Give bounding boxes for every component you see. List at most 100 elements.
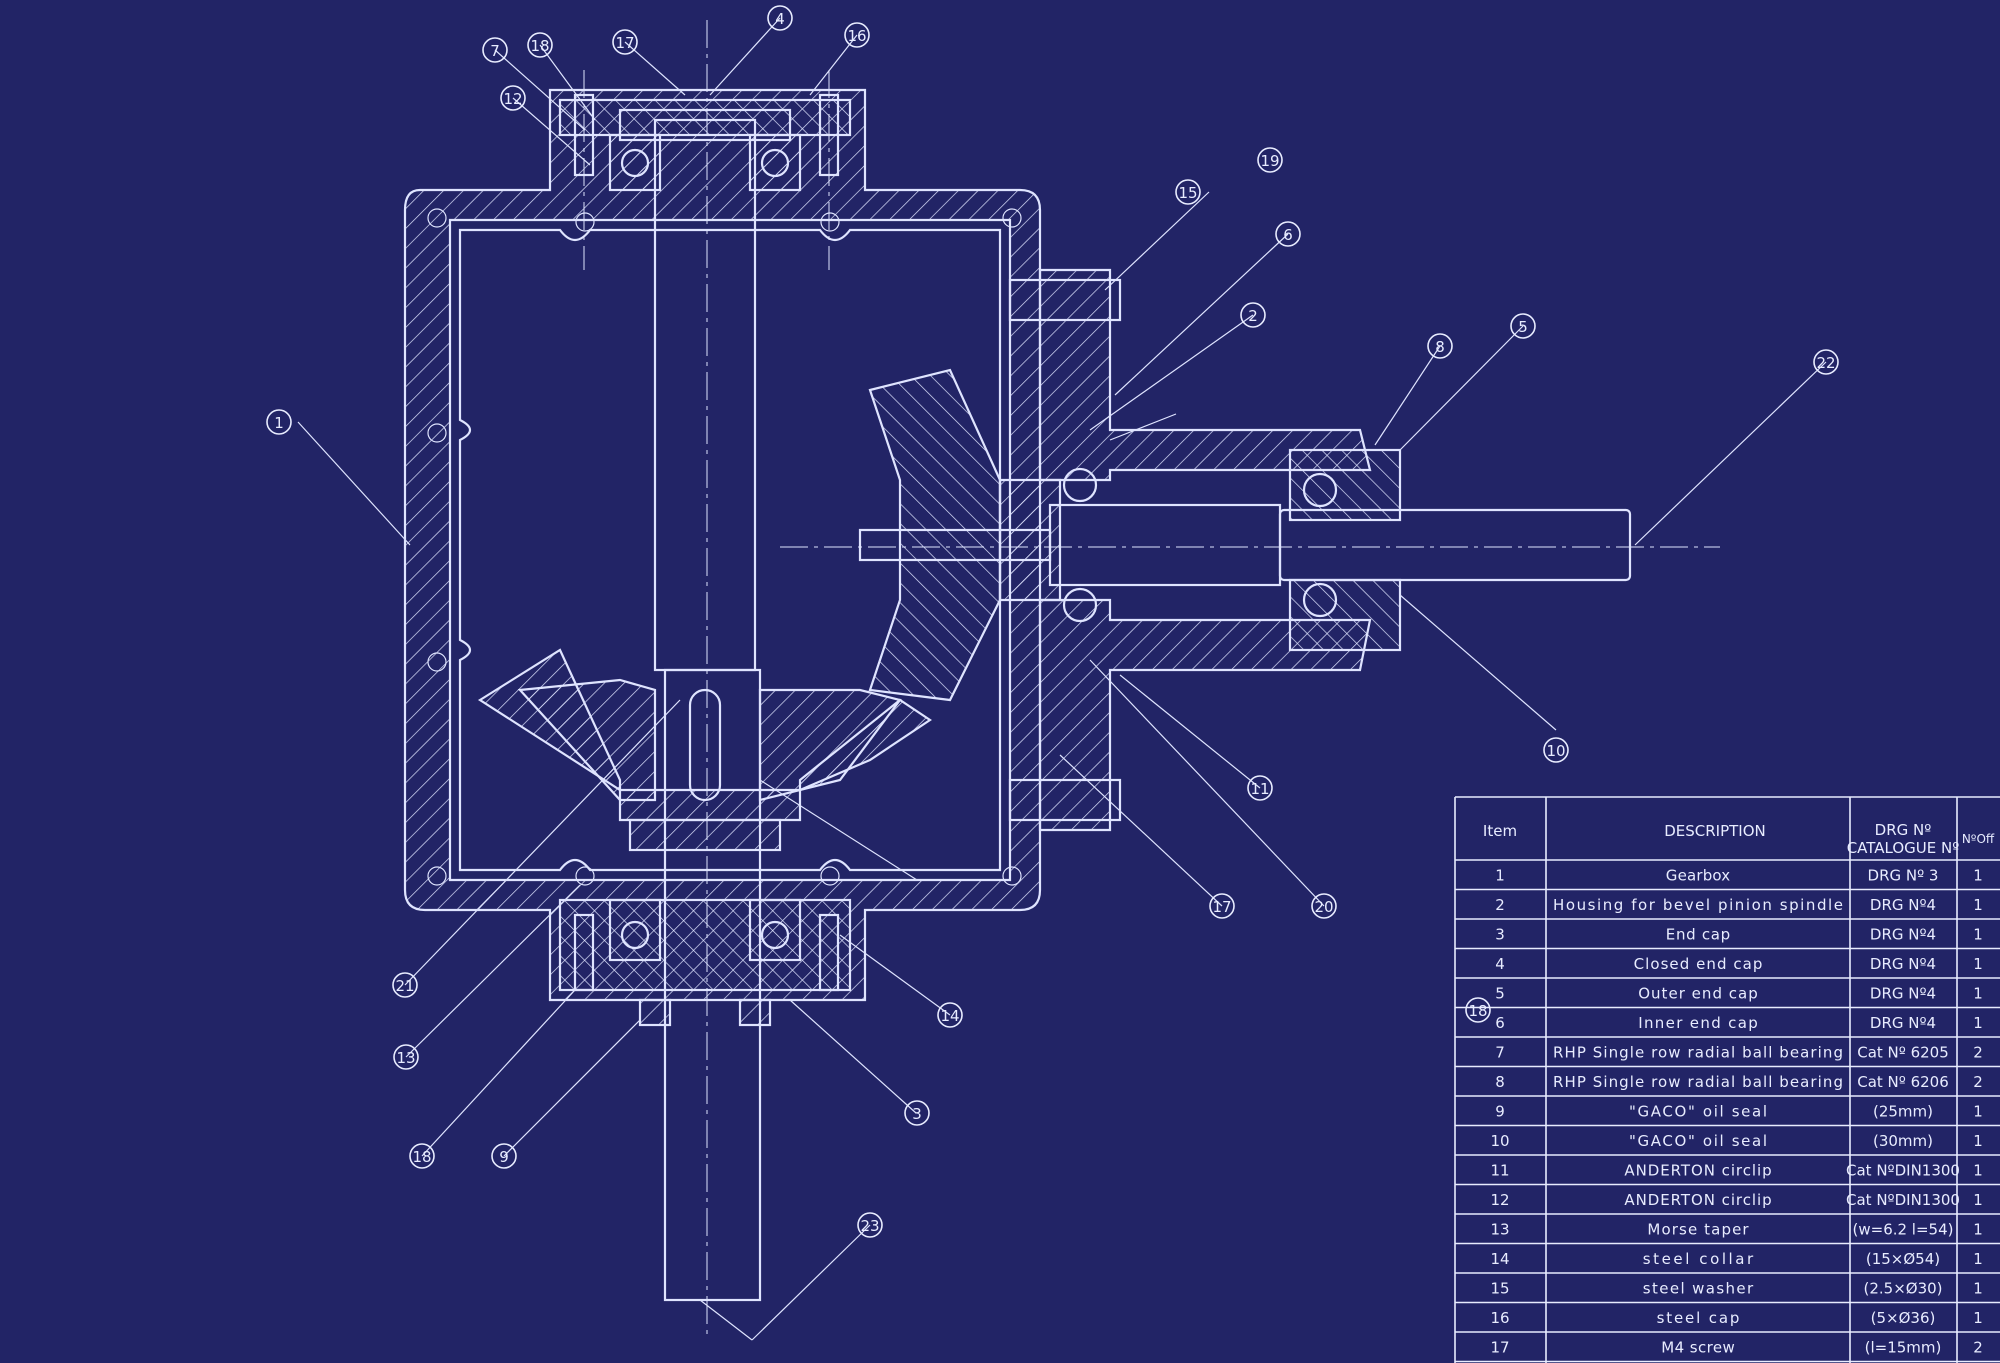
row-qty: 1 <box>1973 955 1983 973</box>
balloon-circle <box>612 29 638 55</box>
balloon-13: 13 <box>393 1044 419 1070</box>
row-description: "GACO" oil seal <box>1629 1132 1767 1150</box>
balloon-callouts <box>297 17 1827 1341</box>
balloon-circle <box>1543 737 1569 763</box>
balloon-circle <box>1247 775 1273 801</box>
balloon-label: 6 <box>1283 226 1293 244</box>
balloon-circle <box>1311 893 1337 919</box>
balloon-label: 12 <box>503 90 522 108</box>
balloon-label: 4 <box>775 10 785 28</box>
row-item: 9 <box>1495 1103 1505 1121</box>
balloon-circle <box>409 1143 435 1169</box>
balloon-4: 4 <box>767 5 793 31</box>
balloon-label: 20 <box>1314 898 1333 916</box>
balloon-22: 22 <box>1813 349 1839 375</box>
row-item: 16 <box>1490 1309 1509 1327</box>
header-item: Item <box>1483 822 1517 840</box>
balloon-label: 18 <box>530 37 549 55</box>
balloon-circle <box>844 22 870 48</box>
row-ref: DRG Nº4 <box>1870 1014 1936 1032</box>
balloon-circle <box>500 85 526 111</box>
row-qty: 1 <box>1973 926 1983 944</box>
row-ref: (5×Ø36) <box>1871 1309 1936 1327</box>
balloon-18: 18 <box>409 1143 435 1169</box>
row-ref: (30mm) <box>1873 1132 1933 1150</box>
balloon-circle <box>491 1143 517 1169</box>
balloon-circle <box>857 1212 883 1238</box>
vertical-shaft <box>653 20 762 1340</box>
row-ref: Cat NºDIN1300 <box>1846 1162 1960 1180</box>
balloon-label: 18 <box>1468 1002 1487 1020</box>
balloon-circle <box>393 1044 419 1070</box>
row-ref: DRG Nº4 <box>1870 896 1936 914</box>
row-item: 1 <box>1495 867 1505 885</box>
balloon-9: 9 <box>491 1143 517 1169</box>
row-ref: Cat Nº 6206 <box>1857 1073 1949 1091</box>
row-item: 3 <box>1495 926 1505 944</box>
balloon-17: 17 <box>1209 893 1235 919</box>
balloon-circle <box>392 972 418 998</box>
parts-list-table: Item DESCRIPTION DRG Nº CATALOGUE Nº NºO… <box>1454 796 2000 1363</box>
row-qty: 1 <box>1973 1014 1983 1032</box>
row-item: 6 <box>1495 1014 1505 1032</box>
row-qty: 2 <box>1973 1073 1983 1091</box>
row-ref: DRG Nº4 <box>1870 926 1936 944</box>
balloon-label: 9 <box>499 1148 509 1166</box>
row-description: Gearbox <box>1666 867 1731 885</box>
balloon-18: 18 <box>1465 997 1491 1023</box>
header-drg-line2: CATALOGUE Nº <box>1847 839 1960 857</box>
balloon-14: 14 <box>937 1002 963 1028</box>
row-item: 14 <box>1490 1250 1509 1268</box>
balloon-circle <box>1813 349 1839 375</box>
balloon-6: 6 <box>1275 221 1301 247</box>
row-description: Closed end cap <box>1634 955 1763 973</box>
row-description: RHP Single row radial ball bearing <box>1553 1073 1843 1091</box>
balloon-circle <box>1427 333 1453 359</box>
row-item: 7 <box>1495 1044 1505 1062</box>
balloon-11: 11 <box>1247 775 1273 801</box>
balloon-circle <box>1465 997 1491 1023</box>
row-description: Housing for bevel pinion spindle <box>1553 896 1843 914</box>
horizontal-shaft <box>780 503 1720 587</box>
balloon-label: 23 <box>860 1217 879 1235</box>
row-item: 10 <box>1490 1132 1509 1150</box>
row-qty: 1 <box>1973 1191 1983 1209</box>
balloon-circle <box>1257 147 1283 173</box>
balloon-circle <box>937 1002 963 1028</box>
balloon-circle <box>482 37 508 63</box>
balloon-label: 3 <box>912 1105 922 1123</box>
row-ref: DRG Nº 3 <box>1868 867 1939 885</box>
balloon-label: 7 <box>490 42 500 60</box>
row-item: 4 <box>1495 955 1505 973</box>
row-item: 2 <box>1495 896 1505 914</box>
row-ref: DRG Nº4 <box>1870 955 1936 973</box>
row-item: 13 <box>1490 1221 1509 1239</box>
balloon-12: 12 <box>500 85 526 111</box>
row-ref: (25mm) <box>1873 1103 1933 1121</box>
header-drg-line1: DRG Nº <box>1875 821 1932 839</box>
row-description: Outer end cap <box>1638 985 1758 1003</box>
balloon-label: 11 <box>1250 780 1269 798</box>
row-ref: DRG Nº4 <box>1870 985 1936 1003</box>
balloon-2: 2 <box>1240 302 1266 328</box>
balloon-label: 10 <box>1546 742 1565 760</box>
balloon-3: 3 <box>904 1100 930 1126</box>
row-description: ANDERTON circlip <box>1624 1162 1771 1180</box>
header-no-off: NºOff <box>1962 832 1995 846</box>
row-item: 11 <box>1490 1162 1509 1180</box>
row-description: M4 screw <box>1661 1339 1735 1357</box>
balloon-18: 18 <box>527 32 553 58</box>
balloon-label: 17 <box>615 34 634 52</box>
row-description: Inner end cap <box>1638 1014 1758 1032</box>
row-description: Morse taper <box>1647 1221 1749 1239</box>
balloon-label: 14 <box>940 1007 959 1025</box>
balloon-label: 21 <box>395 977 414 995</box>
balloon-circle <box>767 5 793 31</box>
balloon-23: 23 <box>857 1212 883 1238</box>
balloon-circle <box>1510 313 1536 339</box>
row-ref: (l=15mm) <box>1865 1339 1942 1357</box>
row-description: RHP Single row radial ball bearing <box>1553 1044 1843 1062</box>
row-ref: (2.5×Ø30) <box>1863 1280 1942 1298</box>
pinion-housing <box>1008 268 1402 832</box>
balloon-7: 7 <box>482 37 508 63</box>
